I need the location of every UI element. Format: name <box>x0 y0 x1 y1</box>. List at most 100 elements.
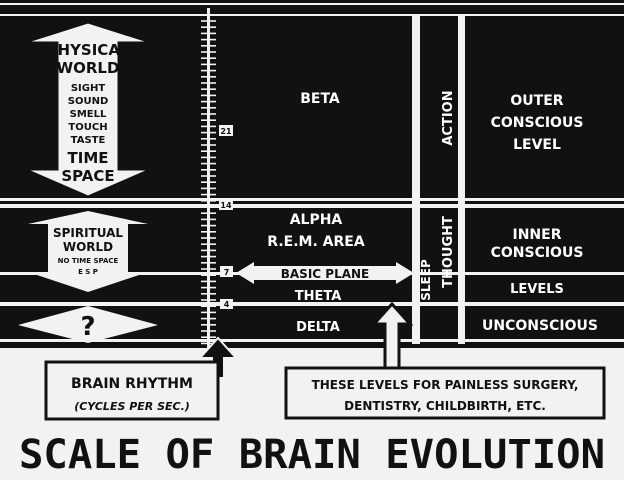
left-vertical-channel <box>412 14 420 344</box>
right-vertical-channel <box>458 14 465 344</box>
scale-tick <box>201 26 216 28</box>
right-outer-conscious: CONSCIOUS <box>491 115 584 131</box>
scale-badge-14: 14 <box>219 199 233 210</box>
scale-label-14: 14 <box>220 201 232 210</box>
scale-tick <box>201 262 216 264</box>
level-rem-area: R.E.M. AREA <box>267 234 365 250</box>
scale-tick <box>201 317 216 320</box>
scale-tick <box>201 324 216 326</box>
right-inner-conscious: CONSCIOUS <box>491 245 584 261</box>
scale-tick <box>201 237 216 239</box>
scale-tick <box>201 94 216 97</box>
brain-rhythm-label: BRAIN RHYTHM <box>71 376 193 392</box>
scale-tick <box>201 113 216 115</box>
scale-tick <box>201 187 216 190</box>
scale-tick <box>201 169 216 171</box>
scale-tick-marks <box>201 14 216 345</box>
scale-label-21: 21 <box>220 127 232 136</box>
scale-tick <box>201 255 216 258</box>
sense-item: TASTE <box>71 135 106 146</box>
scale-tick <box>201 268 216 270</box>
brain-rhythm-sublabel: (CYCLES PER SEC.) <box>74 400 190 413</box>
physical-line2: WORLD <box>57 59 120 77</box>
scale-tick <box>201 69 216 72</box>
scale-tick <box>201 88 216 90</box>
scale-tick <box>201 100 216 103</box>
scale-tick <box>201 181 216 183</box>
scale-tick <box>201 131 216 134</box>
right-outer: OUTER <box>510 93 563 109</box>
surgery-line2: DENTISTRY, CHILDBIRTH, ETC. <box>344 399 546 413</box>
scale-tick <box>201 162 216 165</box>
scale-tick <box>201 299 216 301</box>
scale-tick <box>201 342 216 345</box>
scale-tick <box>201 38 216 41</box>
scale-tick <box>201 76 216 78</box>
scale-tick <box>201 125 216 128</box>
vertical-thought: THOUGHT <box>441 216 456 288</box>
scale-tick <box>201 14 216 16</box>
scale-tick <box>201 193 216 196</box>
level-delta: DELTA <box>296 320 340 335</box>
physical-line1: PHYSICAL <box>47 41 130 59</box>
level-basic-plane: BASIC PLANE <box>281 267 370 281</box>
scale-tick <box>201 175 216 177</box>
level-theta: THETA <box>295 289 342 304</box>
scale-tick <box>201 57 216 59</box>
scale-tick <box>201 218 216 221</box>
vertical-sleep: SLEEP <box>419 259 433 301</box>
scale-tick <box>201 274 216 276</box>
spiritual-note1: NO TIME SPACE <box>58 257 119 265</box>
scale-tick <box>201 32 216 35</box>
unknown-question-mark: ? <box>80 312 95 342</box>
sense-item: TOUCH <box>68 122 107 133</box>
physical-space: SPACE <box>61 167 114 185</box>
scale-tick <box>201 249 216 252</box>
scale-tick <box>201 206 216 208</box>
diagram-title: SCALE OF BRAIN EVOLUTION <box>19 432 605 478</box>
scale-label-7: 7 <box>224 268 230 277</box>
right-levels: LEVELS <box>510 282 564 297</box>
scale-tick <box>201 305 216 307</box>
vertical-action: ACTION <box>441 90 456 145</box>
spiritual-world-arrow <box>28 211 148 292</box>
scale-tick <box>201 119 216 121</box>
scale-tick <box>201 336 216 338</box>
surgery-line1: THESE LEVELS FOR PAINLESS SURGERY, <box>312 378 579 392</box>
level-beta: BETA <box>300 91 340 107</box>
spiritual-line1: SPIRITUAL <box>53 226 123 240</box>
scale-tick <box>201 63 216 66</box>
sense-item: SIGHT <box>71 83 106 94</box>
right-inner: INNER <box>513 227 562 243</box>
scale-badge-4: 4 <box>220 299 233 309</box>
right-unconscious: UNCONSCIOUS <box>482 318 598 334</box>
frequency-scale <box>201 8 216 348</box>
scale-tick <box>201 311 216 314</box>
senses-list: SIGHT SOUND SMELL TOUCH TASTE <box>68 83 109 146</box>
right-outer-level: LEVEL <box>513 137 561 153</box>
scale-tick <box>201 51 216 53</box>
physical-time: TIME <box>68 149 109 167</box>
scale-tick <box>201 156 216 159</box>
scale-tick <box>201 150 216 152</box>
brain-rhythm-box <box>44 360 220 421</box>
sense-item: SMELL <box>70 109 107 120</box>
scale-tick <box>201 107 216 109</box>
scale-tick <box>201 280 216 283</box>
scale-tick <box>201 293 216 295</box>
scale-tick <box>201 224 216 227</box>
spiritual-line2: WORLD <box>63 240 113 254</box>
scale-tick <box>201 82 216 84</box>
surgery-box <box>284 366 606 420</box>
scale-badge-21: 21 <box>219 125 233 136</box>
scale-axis <box>207 8 210 348</box>
scale-tick <box>201 231 216 233</box>
scale-tick <box>201 243 216 245</box>
spiritual-note2: E S P <box>78 268 98 276</box>
scale-label-4: 4 <box>224 300 230 309</box>
scale-tick <box>201 144 216 146</box>
level-alpha: ALPHA <box>290 212 343 228</box>
scale-tick <box>201 286 216 289</box>
